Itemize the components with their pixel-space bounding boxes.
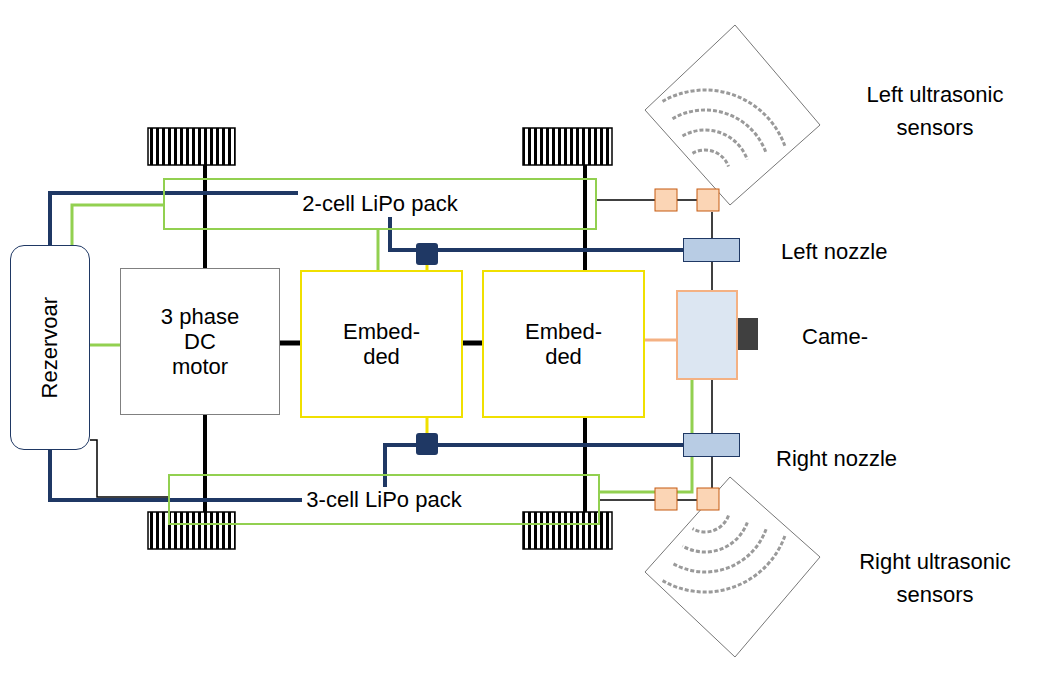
node-text: Embed- ded (522, 319, 606, 370)
battery-box: 2-cell LiPo pack (163, 178, 597, 230)
wave-arc (663, 536, 785, 592)
wire (677, 199, 697, 201)
wave-arc (683, 130, 748, 160)
wheel (148, 128, 235, 165)
ultrasonic-waves (663, 90, 785, 592)
wheel (148, 512, 235, 549)
pump (416, 243, 438, 265)
wheel (523, 128, 612, 165)
wire (677, 499, 697, 501)
node-text: Left nozzle (781, 239, 887, 264)
sensor-field (645, 477, 820, 657)
ultrasonic-sensor (697, 189, 719, 211)
wave-arc (693, 150, 729, 166)
wire (711, 212, 713, 238)
connector (90, 440, 168, 497)
reservoir-box: Rezervoar (10, 245, 90, 450)
connector (711, 380, 713, 433)
wave-arc (693, 516, 729, 532)
ultrasonic-sensor (655, 488, 677, 510)
wave-arc (663, 90, 785, 146)
sensor-label: Right ultrasonic sensors (835, 545, 1035, 611)
node-text: 3 phase DC motor (158, 304, 242, 380)
wire (597, 199, 655, 201)
node-text: Embed- ded (340, 319, 424, 370)
nozzle-box: Left nozzle (683, 238, 740, 262)
sensor-label: Left ultrasonic sensors (835, 78, 1035, 144)
node-text: Came- (802, 324, 868, 349)
connector (645, 339, 676, 342)
connector (280, 341, 300, 346)
camera-lens (738, 318, 758, 350)
motor-box: 3 phase DC motor (120, 268, 280, 415)
camera-box: Came- (676, 290, 738, 380)
sensor-field (645, 25, 820, 205)
connector (711, 262, 713, 290)
node-text: Rezervoar (37, 294, 62, 401)
ultrasonic-sensor (655, 189, 677, 211)
node-text: 3-cell LiPo pack (302, 487, 465, 512)
nozzle-box: Right nozzle (683, 433, 740, 457)
battery-box: 3-cell LiPo pack (168, 474, 600, 525)
wave-arc (683, 522, 748, 552)
connector (463, 341, 482, 346)
controller-box: Embed- ded (300, 270, 463, 418)
wave-arc (673, 110, 767, 153)
ultrasonic-sensor (697, 488, 719, 510)
wire (600, 499, 655, 501)
pump (416, 433, 438, 455)
node-text: Right nozzle (776, 446, 897, 471)
connector (377, 230, 380, 270)
controller-box: Embed- ded (482, 270, 645, 418)
wave-arc (673, 529, 767, 572)
node-text: 2-cell LiPo pack (298, 191, 461, 216)
wire (711, 457, 713, 488)
